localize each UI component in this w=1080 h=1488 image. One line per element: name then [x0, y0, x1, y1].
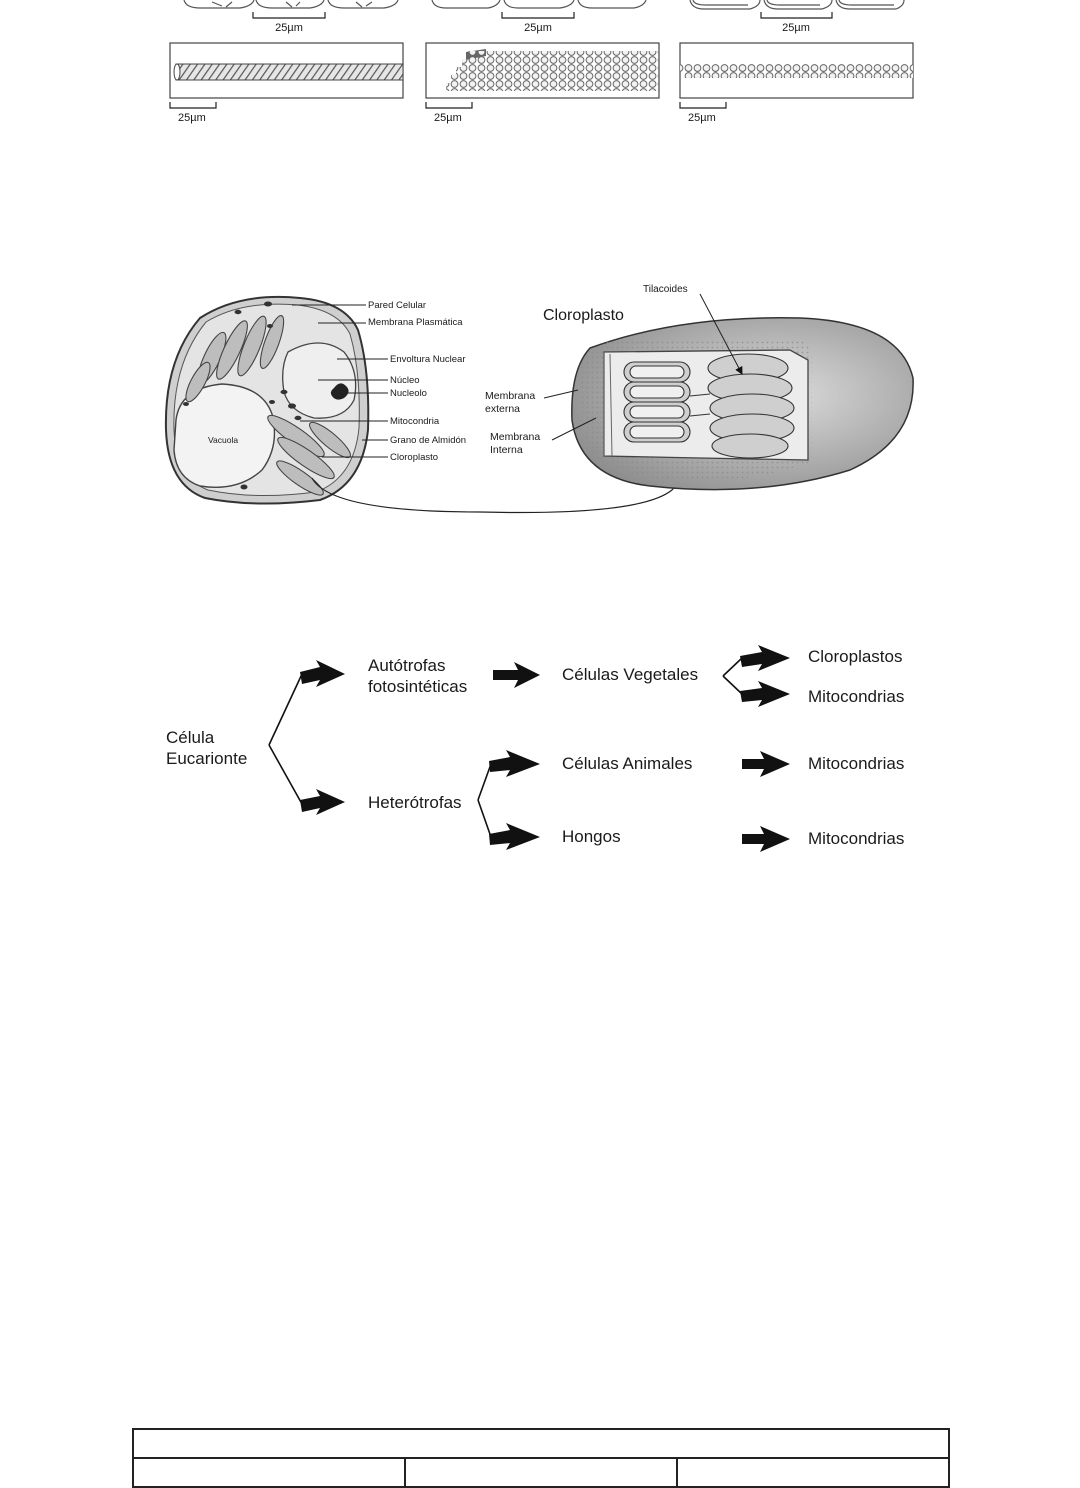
node-autotrophs: fotosintéticas: [368, 677, 467, 696]
node-autotrophs: Autótrofas: [368, 656, 446, 675]
arrow-icon: [740, 681, 790, 707]
label-grano-almidon: Grano de Almidón: [390, 435, 466, 446]
top-cell-outlines: [183, 0, 905, 10]
vacuole-label: Vacuola: [208, 435, 238, 445]
footer-table-header-cell: [132, 1428, 950, 1459]
footer-table-cell: [404, 1457, 678, 1488]
nucleus: [282, 342, 357, 419]
label-mitocondria: Mitocondria: [390, 416, 440, 427]
node-root: Célula: [166, 728, 215, 747]
chloroplast-cutaway: [571, 317, 914, 491]
scale-label: 25µm: [434, 112, 462, 124]
arrow-icon: [493, 662, 540, 688]
outer-membrane-label: Membrana: [485, 390, 535, 402]
chloroplast-title: Cloroplasto: [543, 307, 624, 324]
chloroplast-stacks: [185, 315, 351, 496]
arrow-icon: [740, 645, 790, 671]
fiber-panel-bead-chain: [679, 42, 914, 99]
footer-table-row: [132, 1457, 950, 1488]
footer-table-cell: [132, 1457, 406, 1488]
fiber-panel-beaded-bundle: [425, 42, 660, 99]
footer-table-cell: [676, 1457, 950, 1488]
thylakoids-label: Tilacoides: [643, 284, 688, 295]
arrow-icon: [742, 826, 790, 852]
mitochondria-dots: [183, 301, 302, 490]
node-mito-animal: Mitocondrias: [808, 754, 904, 773]
inner-membrane-label: Membrana: [490, 431, 540, 443]
top-scale-bars: [252, 12, 833, 19]
fiber-scale-bars: [169, 102, 727, 109]
node-animal-cells: Células Animales: [562, 754, 692, 773]
arrow-icon: [300, 660, 345, 687]
scale-label: 25µm: [688, 112, 716, 124]
chloroplast-leader-lines: [543, 293, 743, 441]
footer-table: [132, 1428, 950, 1488]
cell-leader-lines: [292, 304, 388, 458]
node-fungi: Hongos: [562, 827, 621, 846]
scale-label: 25µm: [275, 22, 303, 34]
node-root: Eucarionte: [166, 749, 247, 768]
flowchart: Célula Eucarionte Autótrofas fotosintéti…: [166, 645, 904, 852]
node-plant-cells: Células Vegetales: [562, 665, 698, 684]
scale-label: 25µm: [178, 112, 206, 124]
label-nucleolo: Nucleolo: [390, 388, 427, 399]
plant-cell-illustration: Vacuola: [164, 295, 466, 505]
label-envoltura-nuclear: Envoltura Nuclear: [390, 354, 466, 365]
node-mito-plant: Mitocondrias: [808, 687, 904, 706]
flowchart-branch-lines: [268, 657, 743, 838]
label-cloroplasto: Cloroplasto: [390, 452, 438, 463]
node-chloroplasts: Cloroplastos: [808, 647, 903, 666]
outer-membrane-label: externa: [485, 403, 520, 415]
footer-table-header-row: [132, 1428, 950, 1459]
label-nucleo: Núcleo: [390, 375, 420, 386]
inner-membrane-label: Interna: [490, 444, 523, 456]
label-pared-celular: Pared Celular: [368, 300, 426, 311]
arrow-icon: [489, 750, 540, 777]
grana-stacks: [623, 353, 795, 459]
flowchart-arrows: [300, 645, 790, 852]
scale-label: 25µm: [524, 22, 552, 34]
arrow-icon: [489, 823, 540, 850]
arrow-icon: [300, 789, 345, 815]
node-mito-fungi: Mitocondrias: [808, 829, 904, 848]
scale-label: 25µm: [782, 22, 810, 34]
label-membrana-plasmatica: Membrana Plasmática: [368, 317, 463, 328]
node-heterotrophs: Heterótrofas: [368, 793, 462, 812]
arrow-icon: [742, 751, 790, 777]
fiber-panel-twisted: [169, 42, 404, 99]
